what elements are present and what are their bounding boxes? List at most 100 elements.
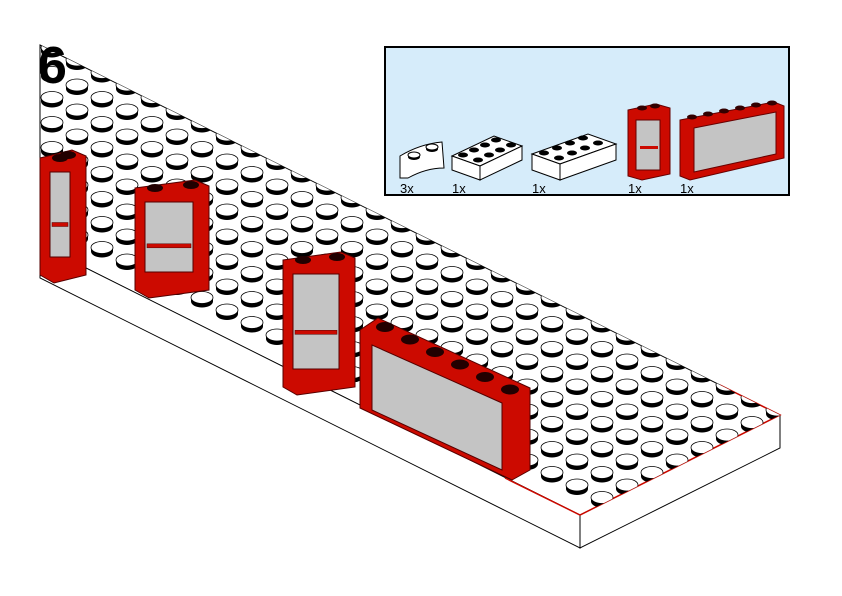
stud [791,417,813,433]
stud [0,167,13,183]
stud [115,178,139,195]
stud [0,42,13,58]
stud [190,141,214,158]
stud [490,291,514,308]
stud [240,316,264,333]
part-window: 1x [678,100,786,196]
stud [590,441,614,458]
stud [765,478,780,495]
stud [540,341,564,358]
stud [265,203,289,220]
stud [415,228,439,245]
stud [240,216,264,233]
stud [215,253,239,270]
stud [540,291,564,308]
stud [115,203,139,220]
stud [615,453,639,470]
stud [465,328,489,345]
stud [140,166,164,183]
stud [390,291,414,308]
stud [590,466,614,483]
stud [740,491,764,508]
stud [440,291,464,308]
stud [190,291,214,308]
stud [515,328,539,345]
stud [715,378,739,395]
stud [565,328,589,345]
stud [791,467,813,483]
stud [540,366,564,383]
part-2x4-brick-long: 1x [530,132,618,196]
stud [140,91,164,108]
stud [240,191,264,208]
stud [215,203,239,220]
stud [265,153,289,170]
stud [640,341,664,358]
stud [540,441,564,458]
stud [490,266,514,283]
stud [165,128,189,145]
part-quantity: 1x [452,181,466,196]
stud [315,178,339,195]
stud [565,403,589,420]
stud [515,303,539,320]
stud [40,91,64,108]
stud [16,179,38,195]
stud [240,141,264,158]
stud [665,378,689,395]
stud [365,253,389,270]
stud [90,141,114,158]
part-door: 1x [626,102,672,196]
stud [90,116,114,133]
stud [390,241,414,258]
stud [115,103,139,120]
stud [665,503,689,515]
stud [265,228,289,245]
stud [190,166,214,183]
step-number: 6 [38,37,67,95]
stud [65,128,89,145]
stud [740,391,764,408]
stud [690,366,714,383]
stud [16,54,38,70]
red-door [134,179,210,299]
part-quantity: 1x [680,181,694,196]
stud [641,517,663,533]
stud [0,192,13,208]
stud [715,503,739,515]
stud [615,428,639,445]
stud [40,141,64,158]
door-icon [627,103,671,181]
stud [440,316,464,333]
round-corner-brick-icon [399,141,445,179]
stud [16,129,38,145]
stud [615,403,639,420]
stud [590,316,614,333]
stud [115,253,139,270]
stud [16,79,38,95]
stud [440,241,464,258]
stud [690,416,714,433]
stud [415,278,439,295]
stud [465,303,489,320]
stud [565,353,589,370]
stud [590,416,614,433]
stud [540,391,564,408]
stud [90,216,114,233]
stud [240,266,264,283]
stud [240,291,264,308]
stud [290,191,314,208]
stud [615,328,639,345]
stud [565,303,589,320]
stud [740,466,764,483]
stud [215,178,239,195]
stud [215,303,239,320]
stud [690,391,714,408]
stud [415,303,439,320]
stud [16,154,38,170]
stud [190,116,214,133]
stud [816,429,838,445]
stud [666,529,688,545]
stud [140,116,164,133]
part-2x4-brick: 1x [450,134,524,196]
